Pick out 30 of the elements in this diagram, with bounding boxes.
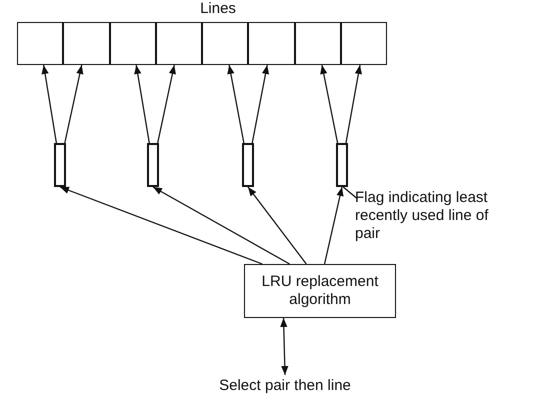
arrow	[345, 64, 362, 144]
double-arrow	[280, 318, 288, 376]
leader-line	[342, 186, 357, 198]
line-cell	[248, 22, 294, 65]
arrow	[152, 186, 290, 265]
arrow	[320, 64, 338, 144]
line-cell	[202, 22, 248, 65]
line-cell	[340, 22, 387, 65]
arrow	[64, 64, 84, 144]
flag-bar	[242, 143, 254, 187]
arrow	[157, 64, 176, 144]
arrow	[227, 64, 244, 144]
row-heading: Lines	[199, 0, 237, 17]
flag-bar	[336, 143, 348, 187]
arrow	[60, 186, 262, 265]
flag-bar	[54, 143, 66, 187]
arrow	[42, 64, 57, 144]
line-cell	[63, 22, 110, 65]
arrow	[252, 64, 270, 144]
annotation-text: Select pair then line	[190, 375, 380, 397]
arrow	[248, 186, 307, 264]
line-cell	[294, 22, 341, 65]
annotation-text: Flag indicating least recently used line of pair	[355, 186, 505, 246]
line-cell	[110, 22, 156, 65]
line-cell	[17, 22, 64, 65]
flag-bar	[147, 143, 159, 187]
line-cell	[156, 22, 202, 65]
arrow	[324, 186, 344, 264]
arrow	[134, 64, 150, 144]
process-box: LRU replacement algorithm	[244, 264, 396, 318]
